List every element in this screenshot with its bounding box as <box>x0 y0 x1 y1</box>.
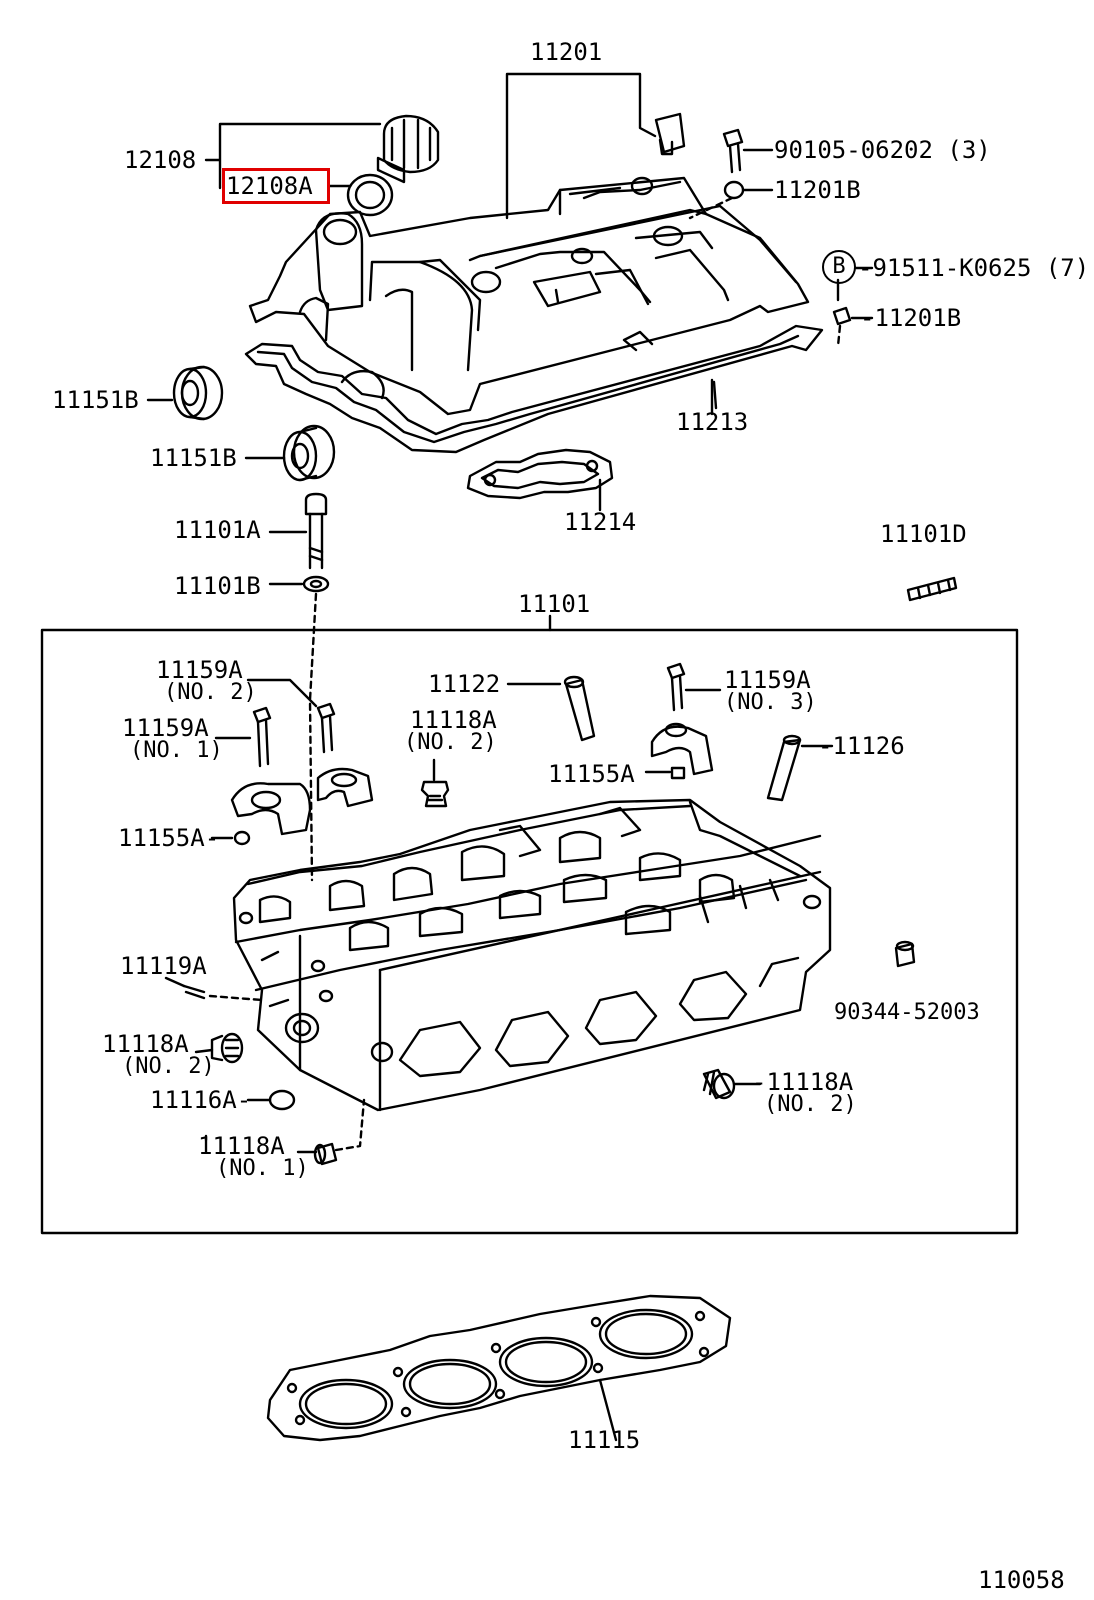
cam-cap-bolt-no2-drawing <box>246 678 336 754</box>
label-11101: 11101 <box>518 590 591 618</box>
label-12108: 12108 <box>124 146 197 174</box>
ventilation-fitting-drawing <box>654 112 686 156</box>
label-11118a-no1: 11118A <box>198 1132 285 1160</box>
grommet-11201b-top-drawing <box>723 180 774 200</box>
plug-11116a-drawing <box>246 1089 296 1111</box>
label-11151b-2: 11151B <box>150 444 237 472</box>
bolt-90105-drawing <box>722 128 774 174</box>
plug-right-drawing <box>702 1068 762 1100</box>
cam-cap-bolt-no3-drawing <box>666 662 722 712</box>
label-11101d: 11101D <box>880 520 967 548</box>
oil-jet-drawing <box>506 675 596 742</box>
label-11159a-no2: 11159A <box>156 656 243 684</box>
cylinder-head-group-box <box>40 628 1019 1235</box>
label-11116a: 11116A- <box>150 1086 252 1114</box>
label-11118a-no1-sub: (NO. 1) <box>216 1156 309 1181</box>
label-11155a-right: 11155A <box>548 760 635 788</box>
label-11159a-no3: 11159A <box>724 666 811 694</box>
cover-gasket-drawing <box>244 324 824 454</box>
label-11201b-top: 11201B <box>774 176 861 204</box>
stud-bolt-drawing <box>906 576 958 602</box>
label-11118a-no2-left-sub: (NO. 2) <box>122 1054 215 1079</box>
label-11201: 11201 <box>530 38 603 66</box>
valve-cover-drawing <box>248 176 810 416</box>
camshaft-seal-1-drawing <box>146 365 224 421</box>
label-11122: 11122 <box>428 670 501 698</box>
diagram-reference-number: 110058 <box>978 1566 1065 1594</box>
label-11151b-1: 11151B <box>52 386 139 414</box>
plug-top-drawing <box>420 758 450 808</box>
label-11126: -11126 <box>818 732 905 760</box>
head-bolt-drawing <box>268 492 328 570</box>
label-11118a-no2-top-sub: (NO. 2) <box>404 730 497 755</box>
label-11101a: 11101A <box>174 516 261 544</box>
head-gasket-drawing <box>266 1294 732 1442</box>
pin-90344-drawing <box>894 940 916 968</box>
label-90344: 90344-52003 <box>834 1000 980 1025</box>
spark-plug-gasket-drawing <box>466 448 614 512</box>
spark-plug-tube-drawing <box>766 734 834 802</box>
label-11118a-no2-left: 11118A <box>102 1030 189 1058</box>
grommet-11201b-2-drawing <box>832 306 874 326</box>
label-11159a-no2-sub: (NO. 2) <box>164 680 257 705</box>
dowel-pin-left-drawing <box>210 830 251 846</box>
label-11119a: 11119A <box>120 952 207 980</box>
head-bolt-washer-drawing <box>268 575 330 593</box>
label-11159a-no1: 11159A <box>122 714 209 742</box>
label-11115: 11115 <box>568 1426 641 1454</box>
label-11213: 11213 <box>676 408 749 436</box>
cam-cap-left-drawing <box>230 782 312 836</box>
cylinder-head-drawing <box>232 798 832 1112</box>
highlight-box <box>222 168 330 204</box>
label-11118a-no2-top: 11118A <box>410 706 497 734</box>
leader-11201 <box>505 72 657 220</box>
cam-cap-bolt-no1-drawing <box>214 706 272 768</box>
plug-no1-drawing <box>296 1098 366 1166</box>
label-91511: -91511-K0625 (7) <box>858 254 1090 282</box>
plug-left-drawing <box>194 1032 244 1064</box>
cam-cap-right-drawing <box>650 722 714 776</box>
oil-filler-cap-drawing <box>346 114 440 217</box>
leader-12108 <box>204 122 382 190</box>
label-11118a-no2-right: -11118A <box>752 1068 854 1096</box>
label-11214: 11214 <box>564 508 637 536</box>
label-11201b-2: -11201B <box>860 304 962 332</box>
label-11101b: 11101B <box>174 572 261 600</box>
label-11118a-no2-right-sub: (NO. 2) <box>764 1092 857 1117</box>
label-11155a-left: 11155A- <box>118 824 220 852</box>
label-11159a-no1-sub: (NO. 1) <box>130 738 223 763</box>
label-11159a-no3-sub: (NO. 3) <box>724 690 817 715</box>
cam-cap-center-drawing <box>316 767 374 808</box>
callout-b-badge: B <box>822 250 856 284</box>
dowel-pin-right-drawing <box>644 766 686 780</box>
label-12108a: 12108A <box>226 172 313 200</box>
label-90105: 90105-06202 (3) <box>774 136 991 164</box>
pin-11119a-drawing <box>164 976 264 1002</box>
camshaft-seal-2-drawing <box>244 424 336 482</box>
